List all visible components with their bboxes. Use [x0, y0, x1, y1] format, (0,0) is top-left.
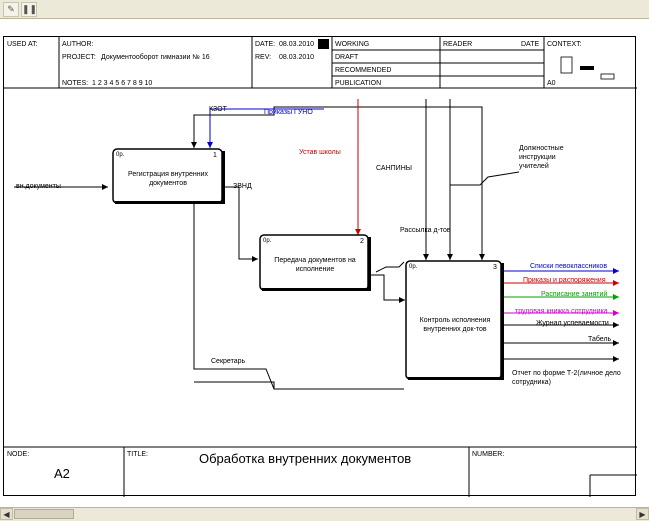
date-col-label: DATE	[521, 41, 540, 48]
scroll-left-icon[interactable]: ◀	[0, 508, 13, 520]
author-label: AUTHOR:	[62, 41, 94, 48]
label-sekretar: Секретарь	[211, 358, 246, 365]
arrow-rassylka-tick	[375, 261, 405, 273]
arrow-kzot	[191, 112, 275, 148]
arrow-sekretar-branch	[194, 381, 275, 389]
notes-label: NOTES:	[62, 80, 89, 87]
date-value: 08.03.2010	[279, 41, 315, 48]
project-name: Документооборот гимназии № 16	[101, 54, 210, 61]
header-grid	[4, 37, 637, 89]
box2-label[interactable]: Передача документов на исполнение	[274, 257, 356, 273]
used-at-label: USED AT:	[7, 41, 38, 48]
scroll-right-icon[interactable]: ▶	[636, 508, 649, 520]
node-value: A2	[54, 466, 70, 481]
status-publication: PUBLICATION	[335, 80, 382, 87]
context-box-1	[560, 56, 573, 74]
box1-number: 1	[213, 152, 217, 159]
project-label: PROJECT:	[62, 54, 96, 61]
label-sanpiny: САНПИНЫ	[376, 165, 412, 172]
arrow-prikazy-guno	[207, 108, 324, 148]
arrow-zvnd	[222, 186, 258, 262]
footer-grid	[4, 446, 637, 497]
arrow-instrukcii-tick	[450, 171, 520, 186]
title-label: TITLE:	[127, 451, 149, 458]
date-label: DATE:	[255, 41, 276, 48]
label-output-prikazy: Приказы и распоряжения	[523, 277, 606, 284]
toolbar: ✎ ❚❚	[0, 0, 649, 19]
box3-number: 3	[493, 264, 497, 271]
diagram-canvas	[4, 37, 637, 497]
node-label: NODE:	[7, 451, 30, 458]
status-working: WORKING	[335, 41, 370, 48]
label-rassylka: Рассылка д-тов	[400, 227, 451, 234]
box2-cost: 0р.	[263, 238, 272, 244]
context-box-2	[580, 66, 594, 70]
activity-box-3	[405, 260, 504, 380]
notes-numbers: 1 2 3 4 5 6 7 8 9 10	[92, 80, 153, 87]
label-kzot: КЗОТ	[209, 106, 227, 113]
context-label: CONTEXT:	[547, 41, 582, 48]
rev-label: REV:	[255, 54, 272, 61]
arrow-box2-box3	[368, 274, 405, 303]
label-output-tabel: Табель	[588, 336, 612, 343]
pencil-icon[interactable]: ✎	[3, 2, 19, 17]
activity-box-1	[112, 148, 225, 204]
label-output-spiski: Списки певоклассников	[530, 263, 608, 270]
working-marker	[318, 39, 329, 49]
number-label: NUMBER:	[472, 451, 505, 458]
diagram-title: Обработка внутренних документов	[199, 451, 412, 466]
diagram-sheet: USED AT: AUTHOR: PROJECT: Документооборо…	[3, 36, 637, 497]
label-output-raspisanie: Расписание занятий	[541, 291, 608, 298]
context-box-3	[600, 73, 615, 80]
box1-label[interactable]: Регистрация внутренних документов	[127, 171, 209, 187]
pause-icon[interactable]: ❚❚	[21, 2, 37, 17]
label-output-otchet: Отчет по форме Т-2(личное дело сотрудник…	[512, 370, 621, 386]
label-instrukcii: Должностные инструкции учителей	[519, 145, 564, 170]
label-vn-docs: вн.документы	[16, 183, 61, 190]
box3-label[interactable]: Контроль исполнения внутренних док-тов	[419, 317, 491, 333]
rev-value: 08.03.2010	[279, 54, 315, 61]
arrow-sekretar	[191, 190, 404, 390]
scroll-thumb[interactable]	[14, 509, 74, 519]
label-ustav: Устав школы	[299, 149, 341, 156]
box1-cost: 0р.	[116, 152, 125, 158]
context-node: A0	[547, 80, 556, 87]
activity-box-2	[259, 234, 371, 291]
box2-number: 2	[360, 238, 364, 245]
status-draft: DRAFT	[335, 54, 359, 61]
reader-label: READER	[443, 41, 473, 48]
label-prikazy-guno: Приказы ГУНО	[264, 109, 313, 116]
status-recommended: RECOMMENDED	[335, 67, 392, 74]
label-zvnd: ЗВНД	[233, 183, 252, 190]
label-output-zhurnal: Журнал успеваемости	[536, 320, 609, 327]
horizontal-scrollbar[interactable]: ◀ ▶	[0, 507, 649, 521]
label-output-trudovaya: трудовая книжка сотрудника	[515, 308, 608, 315]
box3-cost: 0р.	[409, 264, 418, 270]
